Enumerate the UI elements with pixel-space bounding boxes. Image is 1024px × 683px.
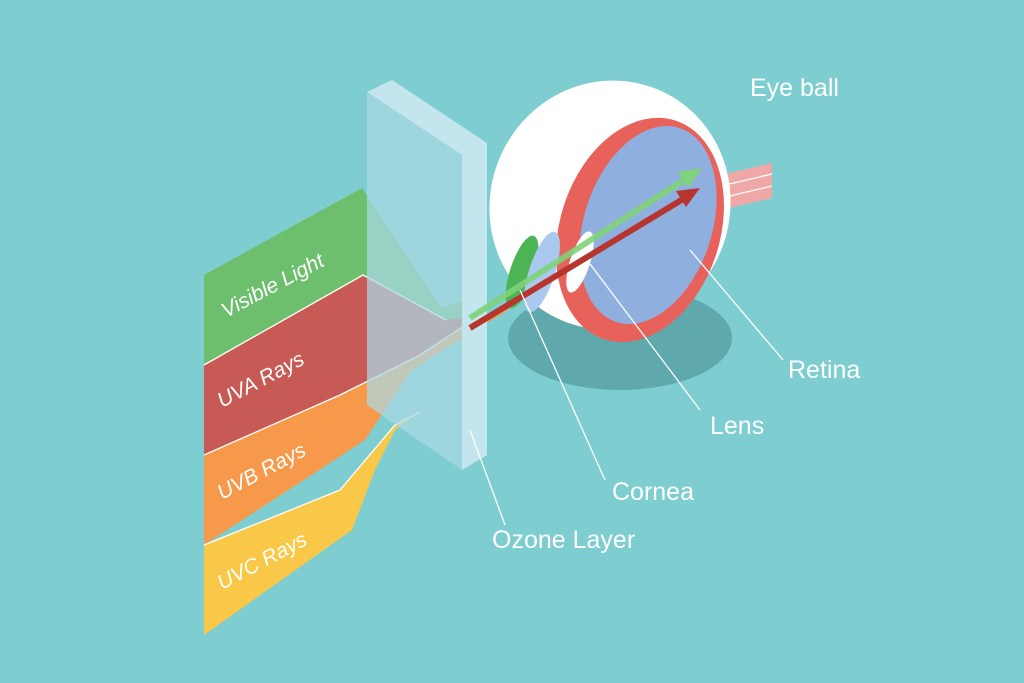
- arrow-uva: [468, 193, 690, 331]
- label-cornea: Cornea: [612, 478, 694, 506]
- label-retina: Retina: [788, 356, 860, 384]
- band-visible-light: [204, 188, 480, 365]
- label-lens: Lens: [710, 412, 764, 440]
- ozone-layer: [367, 92, 462, 470]
- band-uvb: [204, 306, 514, 545]
- leader-lens: [589, 263, 701, 411]
- label-ozone-layer: Ozone Layer: [492, 526, 635, 554]
- arrow-uva-head: [676, 188, 700, 207]
- label-eyeball: Eye ball: [750, 74, 839, 102]
- ozone-layer-right-face: [462, 143, 487, 470]
- ozone-layer-side: [367, 80, 487, 155]
- arrow-visible-light-head: [678, 168, 702, 188]
- leader-cornea: [519, 289, 606, 481]
- leader-ozone: [469, 429, 506, 526]
- arrow-visible-light: [468, 173, 692, 321]
- band-uvc: [204, 412, 420, 635]
- leader-retina: [689, 249, 784, 361]
